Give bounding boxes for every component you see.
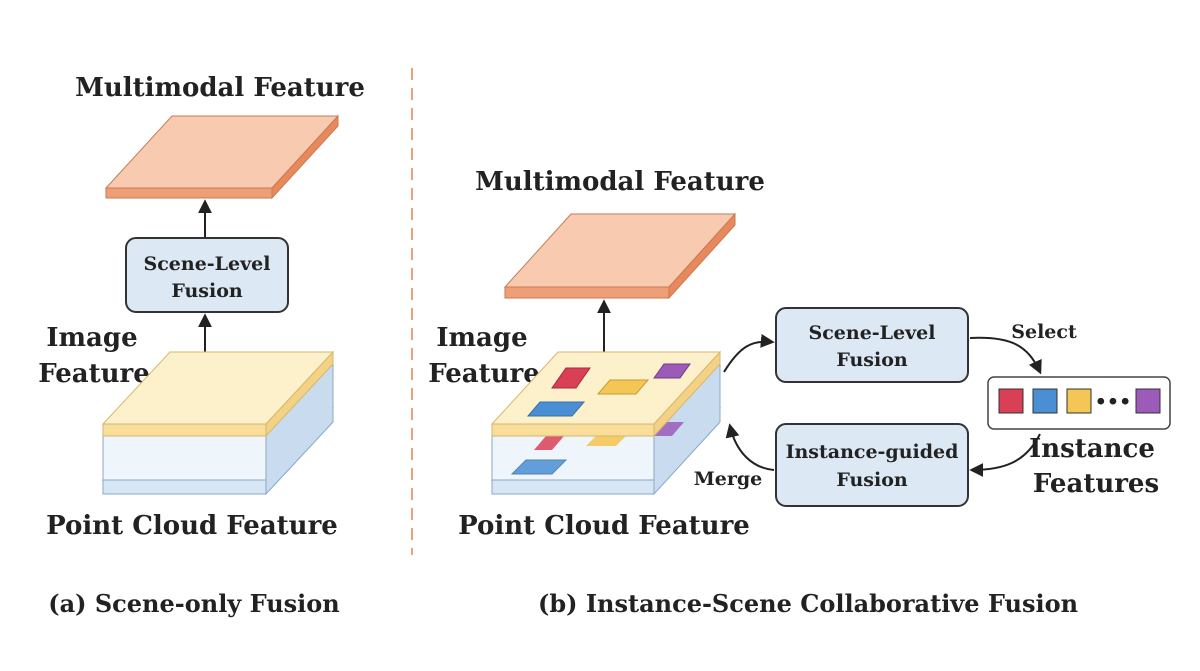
b-image-slab [490,350,722,438]
b-instance-feature-blue [1032,388,1058,414]
a-scene-fusion-line1: Scene-Level [144,253,271,275]
b-instance-ellipsis: ••• [1095,391,1131,413]
b-cloud-instance-red [534,436,564,450]
b-instance-feature-red [998,388,1024,414]
a-point-cloud-label: Point Cloud Feature [46,511,338,541]
b-point-cloud-label: Point Cloud Feature [458,511,750,541]
a-scene-fusion-line2: Fusion [171,280,243,302]
a-caption: (a) Scene-only Fusion [48,589,340,618]
b-caption: (b) Instance-Scene Collaborative Fusion [538,589,1078,618]
b-select-label: Select [1011,321,1077,343]
b-cloud-instance-yellow [586,434,628,446]
b-instance-fusion-line1: Instance-guided [786,441,959,463]
b-arrow-features-to-instance [969,433,1041,477]
b-instance-label-line2: Features [1033,469,1159,499]
b-image-instance-blue [526,401,586,417]
b-instance-label-line1: Instance [1029,434,1155,464]
b-arrow-scene-to-select [969,336,1042,375]
a-scene-fusion-box [125,237,289,313]
b-merge-label: Merge [694,468,763,490]
b-instance-feature-purple [1135,388,1161,414]
b-image-instance-yellow [596,379,650,395]
b-instance-fusion-line2: Fusion [836,469,908,491]
a-multimodal-slab [104,114,340,200]
b-image-instance-purple [653,363,691,379]
a-image-label-line1: Image [46,323,137,353]
b-cloud-instance-purple [652,422,684,436]
b-image-label-line2: Feature [428,359,540,389]
b-image-label-line1: Image [436,323,527,353]
b-scene-fusion-box [775,307,969,383]
b-cloud-instance-blue [510,459,568,475]
b-instance-feature-yellow [1066,388,1092,414]
a-multimodal-label: Multimodal Feature [75,73,365,103]
b-scene-fusion-line1: Scene-Level [809,322,936,344]
a-image-slab [101,350,335,438]
b-scene-fusion-line2: Fusion [836,349,908,371]
b-instance-fusion-box [775,423,969,507]
b-arrow-instance-to-merge [725,423,775,471]
b-arrow-image-to-scene [723,333,775,373]
b-multimodal-slab [503,212,737,300]
b-multimodal-label: Multimodal Feature [475,167,765,197]
b-image-instance-red [551,367,591,389]
a-image-label-line2: Feature [38,359,150,389]
